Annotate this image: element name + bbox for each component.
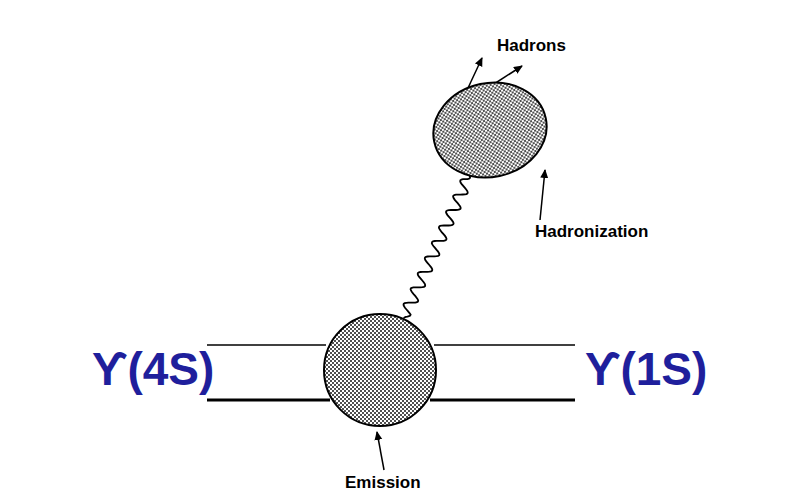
blob-label: Emission	[345, 473, 421, 493]
blob-outline	[323, 313, 437, 427]
particle-label: Hadrons	[497, 36, 566, 56]
blob-outline	[432, 82, 548, 178]
hadronization-blob: Hadronization	[432, 82, 548, 178]
state-label: ϒ(4S)	[92, 342, 214, 396]
state-label: ϒ(1S)	[585, 342, 707, 396]
emission-blob: Emission	[323, 313, 437, 427]
gluon-line	[404, 176, 471, 319]
blob-label: Hadronization	[535, 222, 648, 242]
